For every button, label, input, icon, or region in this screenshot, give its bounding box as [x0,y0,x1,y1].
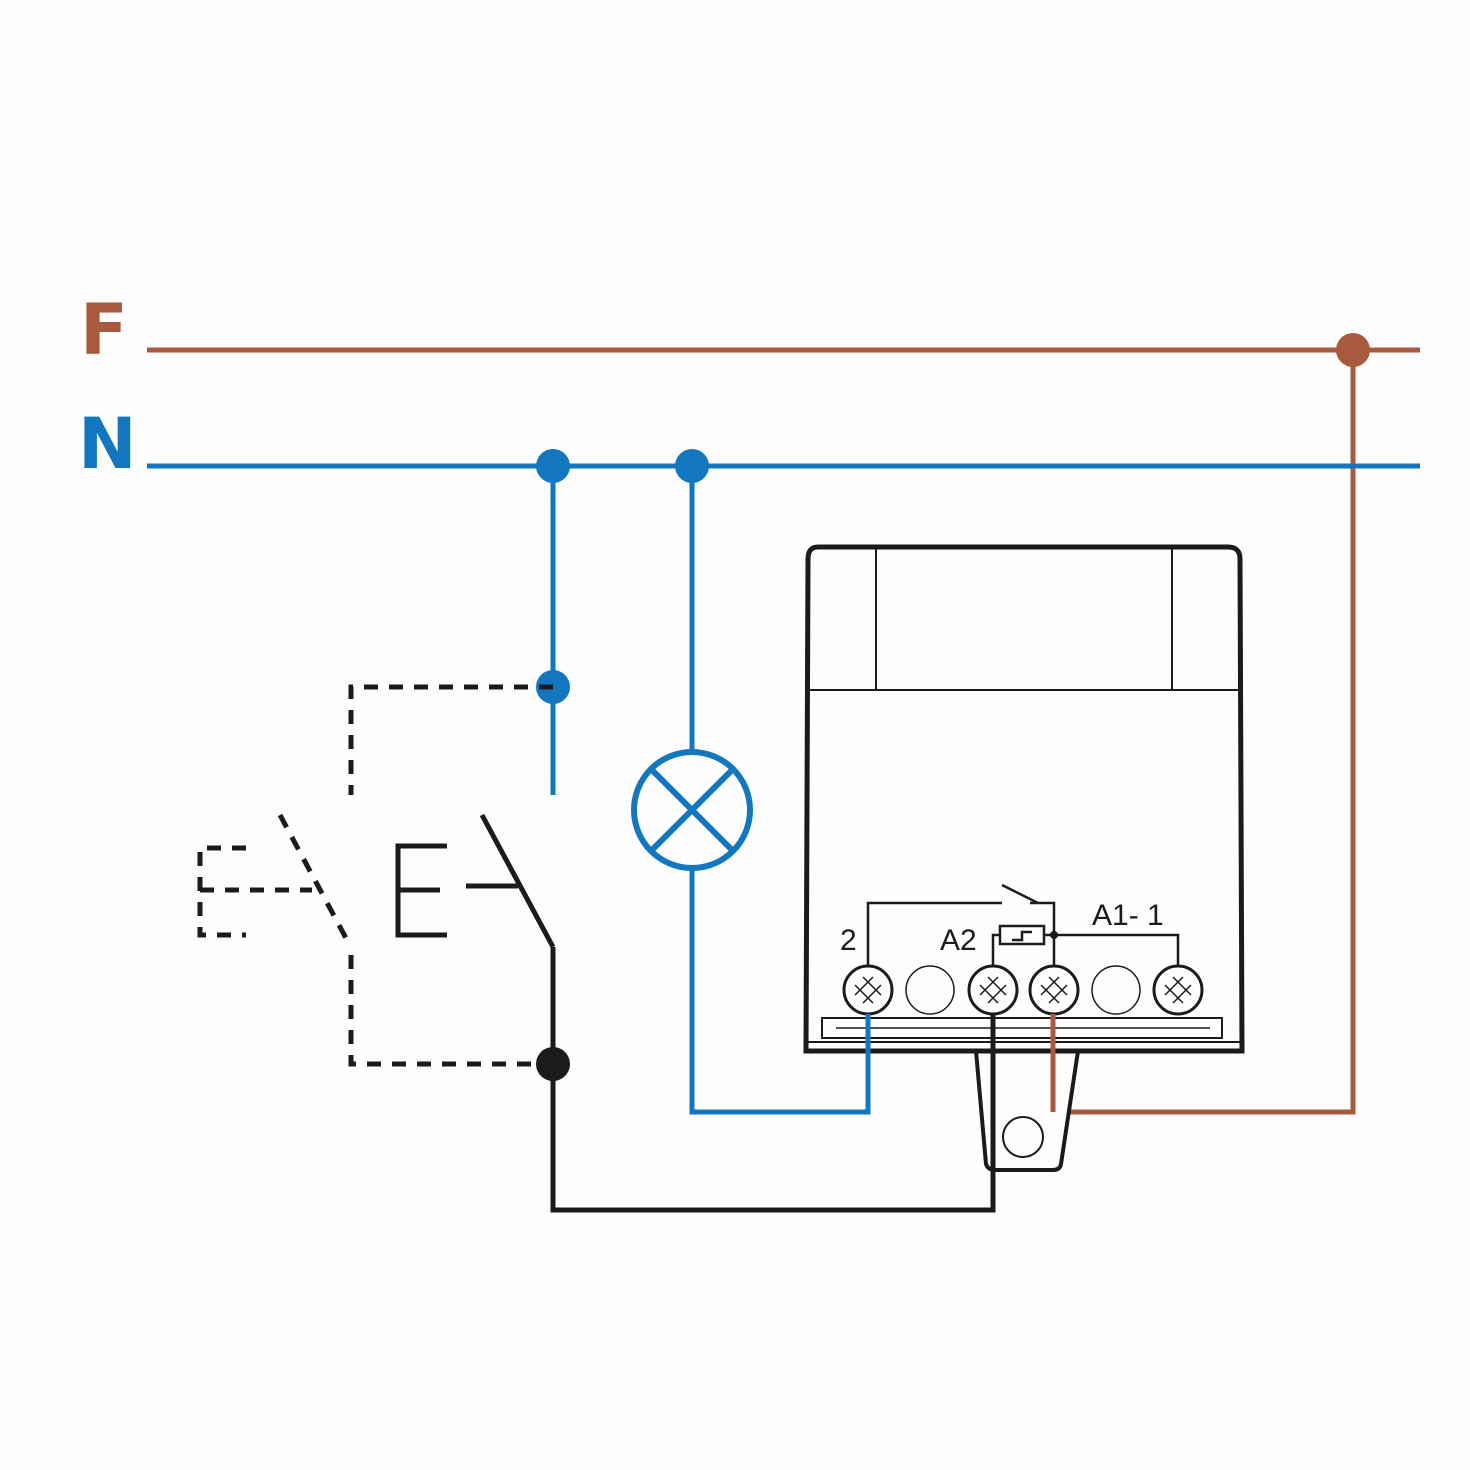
terminal-2-label: 2 [840,924,857,957]
parallel-pushbutton-dashed [197,684,553,1067]
relay-module-icon: 2 A2 A1- 1 [803,544,1245,1172]
screw-terminal-icon [1152,964,1204,1016]
empty-terminal-slot [1091,965,1141,1015]
mounting-hole [1002,1116,1044,1158]
neutral-label: N [78,403,137,485]
internal-junction-dot [1050,931,1058,939]
pushbutton-icon [395,813,556,1064]
empty-terminal-slot [905,965,955,1015]
phase-junction-dot [1336,333,1370,367]
relay-housing [803,544,1245,1054]
lamp-icon [631,749,753,871]
neutral-junction-dot [536,449,570,483]
screw-terminal-icon [1028,964,1080,1016]
terminal-a1-label: A1- 1 [1092,899,1164,932]
switch-junction-dot [536,1047,570,1081]
neutral-junction-dot [675,449,709,483]
terminal-rail [821,1017,1223,1039]
internal-schematic [866,883,1180,965]
screw-terminal-icon [967,964,1019,1016]
screw-terminal-icon [842,964,894,1016]
phase-label: F [80,289,128,371]
terminal-a2-label: A2 [940,924,977,957]
